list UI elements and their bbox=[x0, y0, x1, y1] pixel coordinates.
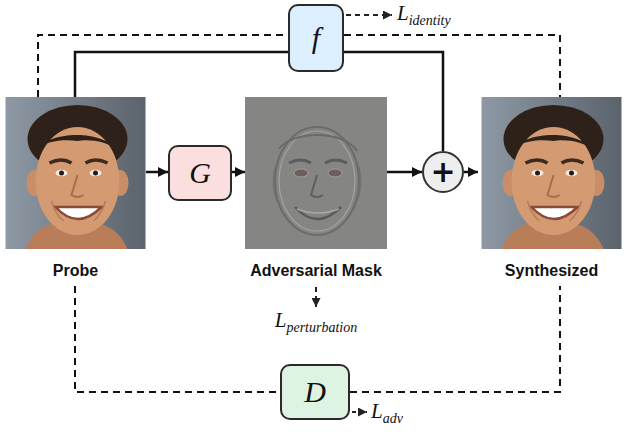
loss-label: Lperturbation bbox=[275, 308, 357, 333]
dashed-connector bbox=[75, 286, 280, 392]
loss-arrow bbox=[346, 14, 392, 16]
discriminator-box: D bbox=[280, 364, 350, 420]
loss-symbol: L bbox=[371, 399, 383, 423]
flow-arrow bbox=[232, 171, 245, 174]
image-caption: Probe bbox=[53, 261, 98, 283]
probe-photo bbox=[6, 97, 146, 249]
image-caption: Adversarial Mask bbox=[250, 261, 382, 283]
node-symbol: G bbox=[189, 158, 211, 188]
flow-arrow bbox=[75, 52, 443, 151]
loss-subscript: perturbation bbox=[286, 320, 357, 335]
loss-symbol: L bbox=[397, 1, 409, 25]
loss-label: Ladv bbox=[371, 399, 403, 424]
loss-subscript: identity bbox=[409, 13, 451, 28]
model-box: f bbox=[288, 4, 344, 72]
node-symbol: f bbox=[312, 23, 320, 53]
mask-image bbox=[245, 97, 387, 249]
loss-arrow bbox=[315, 287, 317, 307]
loss-arrow bbox=[352, 411, 367, 413]
dashed-connector bbox=[350, 286, 560, 392]
image-panel: Synthesized bbox=[478, 97, 625, 283]
image-caption: Synthesized bbox=[505, 261, 598, 283]
flow-arrow bbox=[146, 171, 168, 174]
image-panel: Probe bbox=[5, 97, 146, 283]
flow-arrow bbox=[464, 171, 478, 174]
node-symbol: + bbox=[430, 157, 455, 187]
loss-subscript: adv bbox=[383, 411, 403, 426]
flow-arrow bbox=[387, 171, 422, 174]
dashed-connector bbox=[38, 35, 288, 97]
loss-symbol: L bbox=[275, 308, 287, 332]
image-panel: Adversarial Mask bbox=[245, 97, 387, 283]
sum-circle: + bbox=[422, 151, 464, 193]
node-symbol: D bbox=[304, 377, 326, 407]
synthesized-photo bbox=[482, 97, 622, 249]
generator-box: G bbox=[168, 145, 232, 201]
loss-label: Lidentity bbox=[397, 1, 451, 26]
dashed-connector bbox=[344, 35, 560, 97]
